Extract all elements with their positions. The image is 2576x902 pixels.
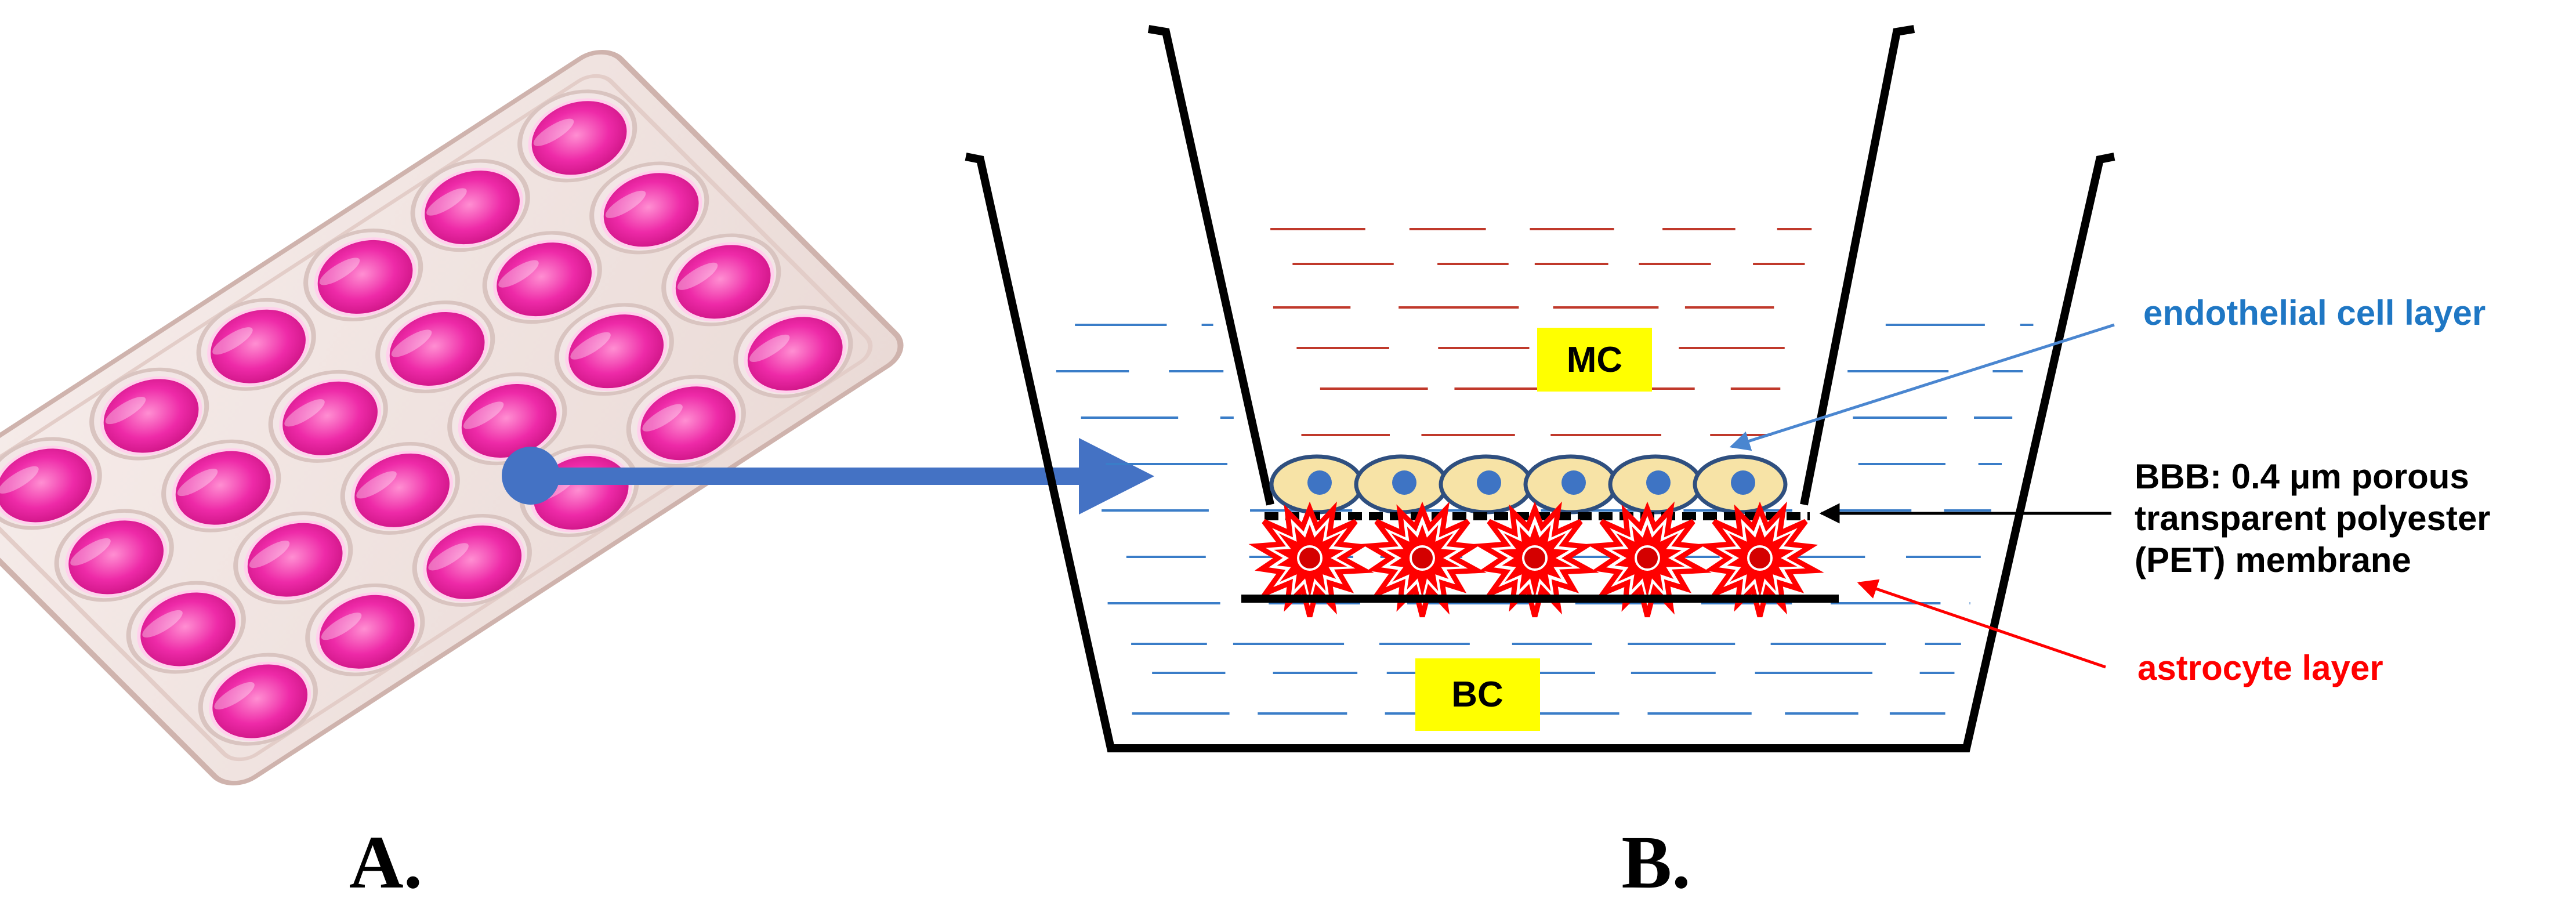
cell-nucleus xyxy=(1561,470,1586,495)
endothelial-cell xyxy=(1269,454,1364,515)
well xyxy=(412,514,532,607)
bc-label: BC xyxy=(1451,675,1503,715)
well xyxy=(410,159,530,252)
endothelial-cell xyxy=(1523,454,1618,515)
well xyxy=(196,298,316,391)
cell-nucleus xyxy=(1410,545,1435,571)
endothelial-cell xyxy=(1693,454,1788,515)
zoom-arrow xyxy=(502,438,1154,515)
well xyxy=(340,441,460,535)
mc-label-box xyxy=(1537,328,1652,392)
well xyxy=(161,439,281,532)
cell-nucleus xyxy=(1646,470,1671,495)
astrocyte-callout: astrocyte layer xyxy=(2137,649,2383,687)
well-plate-illustration xyxy=(0,50,904,785)
astrocyte xyxy=(1361,501,1487,618)
well xyxy=(447,372,567,466)
well xyxy=(54,509,174,602)
well xyxy=(303,229,423,321)
well xyxy=(89,367,209,461)
endothelial-cell xyxy=(1608,454,1703,515)
astrocyte xyxy=(1248,501,1374,618)
well xyxy=(268,370,388,463)
membrane-callout-line-2: transparent polyester xyxy=(2135,499,2491,538)
astrocyte-pointer xyxy=(1857,579,2106,669)
well xyxy=(126,581,246,674)
cell-nucleus xyxy=(1747,545,1773,571)
well xyxy=(482,231,602,324)
well xyxy=(733,305,853,399)
endothelial-cell xyxy=(1354,454,1449,515)
membrane-callout-line-1: BBB: 0.4 μm porous xyxy=(2135,457,2469,496)
endothelial-cell-layer xyxy=(1269,454,1788,515)
outer-well xyxy=(965,153,2115,752)
cell-nucleus xyxy=(1297,545,1323,571)
well xyxy=(661,233,781,327)
plate-wells xyxy=(0,89,853,746)
cell-nucleus xyxy=(1392,470,1416,495)
cell-nucleus xyxy=(1731,470,1755,495)
mc-medium-dashes xyxy=(1270,228,1812,436)
well xyxy=(589,161,709,255)
well xyxy=(305,583,425,676)
endothelial-cell xyxy=(1439,454,1534,515)
astrocyte xyxy=(1698,501,1824,618)
panel-a-label: A. xyxy=(349,821,422,902)
well xyxy=(198,653,318,746)
plate-rim xyxy=(0,74,873,762)
astrocyte xyxy=(1586,501,1712,618)
well xyxy=(0,437,102,530)
well xyxy=(233,511,353,604)
astrocyte xyxy=(1473,501,1599,618)
panel-b-label: B. xyxy=(1621,821,1690,902)
cell-nucleus xyxy=(1635,545,1660,571)
astrocyte-layer xyxy=(1248,501,1824,618)
mc-label: MC xyxy=(1567,340,1622,380)
endothelial-callout: endothelial cell layer xyxy=(2143,294,2486,332)
well xyxy=(375,300,495,394)
cell-nucleus xyxy=(1477,470,1501,495)
endothelial-pointer xyxy=(1729,323,2115,451)
cell-nucleus xyxy=(1522,545,1548,571)
well xyxy=(554,303,674,396)
cell-nucleus xyxy=(1307,470,1332,495)
well xyxy=(517,89,637,183)
well xyxy=(626,375,746,468)
transwell-insert xyxy=(1147,25,1274,506)
membrane-callout-line-3: (PET) membrane xyxy=(2135,541,2411,579)
bc-label-box xyxy=(1415,658,1540,731)
transwell-insert-right xyxy=(1800,25,1915,506)
